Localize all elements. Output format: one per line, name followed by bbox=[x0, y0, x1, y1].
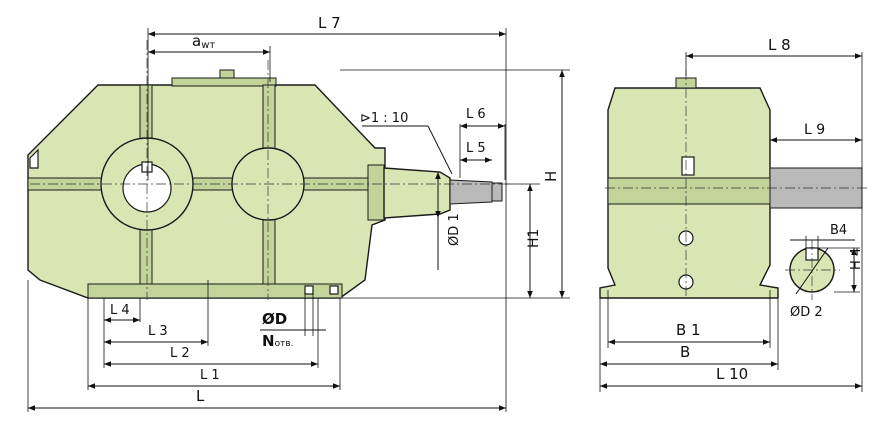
label-taper: ⊳1 : 10 bbox=[360, 111, 408, 126]
input-shaft-housing bbox=[383, 167, 451, 219]
label-B1: B 1 bbox=[676, 321, 701, 339]
dimensions: L 7 awт ⊳1 : 10 L 6 L 5 H H1 ØD 1 L 4 L … bbox=[27, 14, 864, 412]
front-housing bbox=[27, 84, 386, 299]
label-H4: H 4 bbox=[849, 248, 864, 270]
left-lug bbox=[29, 148, 39, 169]
label-L3: L 3 bbox=[148, 324, 168, 339]
side-view bbox=[599, 70, 870, 300]
front-view bbox=[27, 40, 510, 300]
label-B: B bbox=[680, 343, 690, 361]
bolt-hole-2 bbox=[329, 285, 339, 295]
breather-cap bbox=[219, 69, 235, 79]
label-L4: L 4 bbox=[110, 303, 130, 318]
label-L1: L 1 bbox=[200, 368, 220, 383]
label-L10: L 10 bbox=[716, 365, 748, 383]
side-window bbox=[681, 156, 695, 176]
label-L2: L 2 bbox=[170, 346, 190, 361]
input-shaft-end bbox=[491, 182, 503, 202]
label-B4: B4 bbox=[830, 223, 847, 238]
label-N: N bbox=[262, 332, 275, 350]
base-foot bbox=[87, 283, 343, 299]
label-L7: L 7 bbox=[318, 14, 341, 32]
svg-text:awт: awт bbox=[192, 32, 215, 51]
label-L: L bbox=[196, 387, 205, 405]
svg-text:Nотв.: Nотв. bbox=[262, 332, 293, 350]
label-L6: L 6 bbox=[466, 107, 486, 122]
label-N-sub: отв. bbox=[275, 339, 294, 349]
top-cover bbox=[171, 77, 277, 87]
side-cover bbox=[367, 164, 385, 221]
label-L9: L 9 bbox=[804, 122, 825, 138]
side-flange bbox=[607, 177, 771, 205]
label-D2: ØD 2 bbox=[790, 305, 823, 320]
label-aw-sub: wт bbox=[201, 40, 215, 51]
label-H: H bbox=[542, 171, 560, 182]
input-shaft-taper bbox=[449, 179, 493, 205]
bolt-hole-1 bbox=[304, 285, 314, 295]
label-H1: H1 bbox=[526, 229, 542, 248]
label-L5: L 5 bbox=[466, 141, 486, 156]
label-L8: L 8 bbox=[768, 36, 791, 54]
label-D1: ØD 1 bbox=[447, 213, 462, 246]
label-D: ØD bbox=[262, 310, 287, 328]
label-aw: a bbox=[192, 32, 201, 50]
